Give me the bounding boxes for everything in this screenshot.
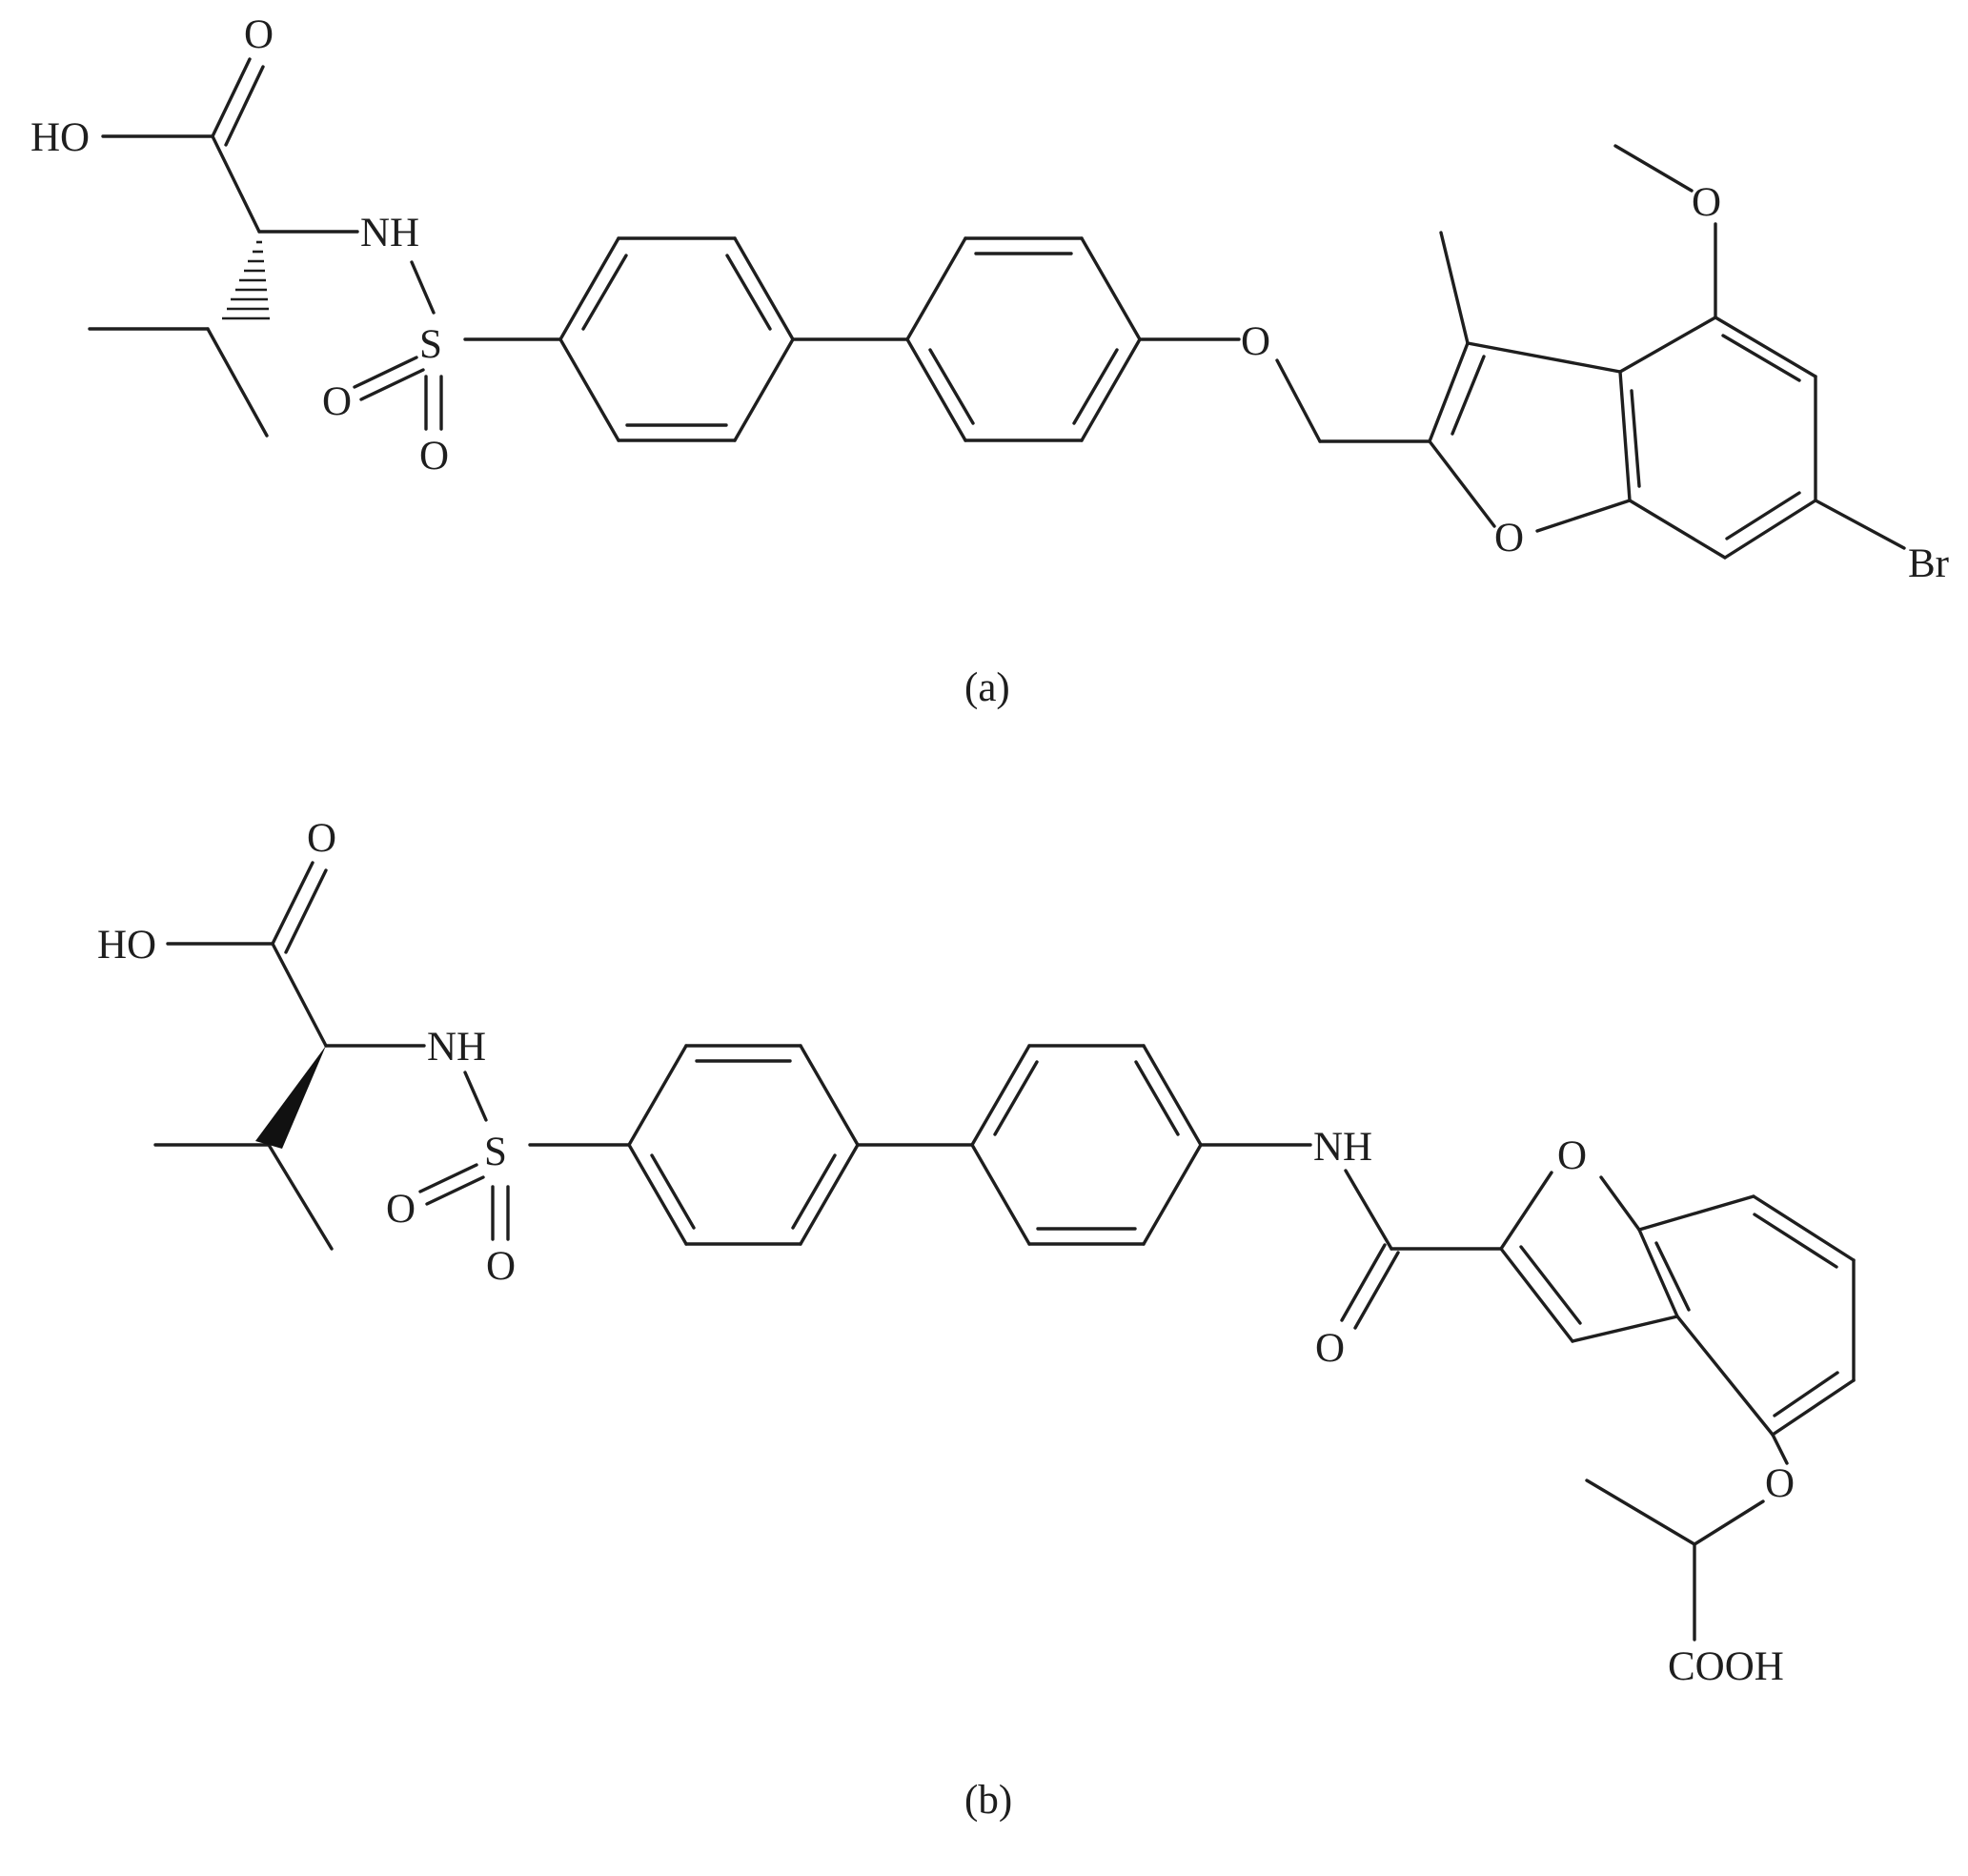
cooh-label-b: COOH — [1668, 1644, 1784, 1689]
amide-o-label-b: O — [1315, 1326, 1345, 1371]
furan-o-label-a: O — [1494, 516, 1524, 561]
caption-b: (b) — [964, 1778, 1012, 1823]
sulfonyl-o2-label-b: O — [486, 1244, 516, 1289]
structure-a: HO O NH S O O O O O Br (a) — [30, 12, 1949, 710]
carboxyl-oh-label-b: HO — [97, 923, 156, 968]
ether-o-label-a: O — [1241, 319, 1270, 364]
methoxy-o-label-a: O — [1692, 180, 1721, 225]
caption-a: (a) — [964, 665, 1010, 710]
bonds-a — [88, 57, 1906, 560]
structure-b: HO O NH S O O NH O O O COOH (b) — [97, 816, 1856, 1823]
nh-label-b: NH — [427, 1025, 486, 1070]
sulfonyl-o1-label-a: O — [322, 379, 352, 424]
bromine-label-a: Br — [1908, 541, 1949, 586]
ether-o-label-b: O — [1765, 1461, 1795, 1506]
nh-label-a: NH — [360, 211, 419, 255]
bonds-b — [153, 861, 1856, 1642]
atom-labels-b: HO O NH S O O NH O O O COOH — [97, 816, 1795, 1689]
amide-nh-label-b: NH — [1313, 1125, 1372, 1170]
carboxyl-o-label-a: O — [244, 12, 274, 57]
sulfonyl-o2-label-a: O — [419, 434, 449, 479]
sulfonyl-o1-label-b: O — [386, 1187, 416, 1232]
carboxyl-o-label-b: O — [307, 816, 336, 861]
atom-labels-a: HO O NH S O O O O O Br — [30, 12, 1949, 586]
hashed-wedge-a — [222, 240, 270, 320]
solid-wedge-b — [255, 1046, 326, 1149]
furan-o-label-b: O — [1557, 1133, 1587, 1178]
carboxyl-oh-label-a: HO — [30, 115, 90, 160]
sulfur-label-a: S — [419, 322, 442, 367]
sulfur-label-b: S — [484, 1130, 507, 1174]
